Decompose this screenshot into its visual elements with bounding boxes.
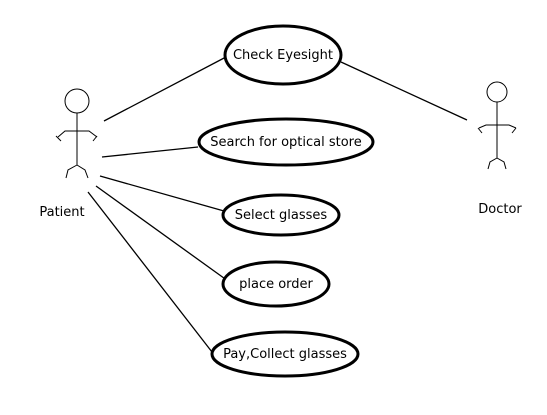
- actor-doctor: Doctor: [477, 81, 522, 217]
- use-case-pay-collect-glasses: Pay,Collect glasses: [210, 330, 360, 378]
- actor-label-doctor: Doctor: [478, 202, 522, 217]
- stick-figure-icon: [55, 88, 98, 179]
- association-patient-search-store: [101, 146, 199, 158]
- use-case-label: place order: [239, 277, 313, 292]
- actor-patient: Patient: [39, 88, 98, 220]
- use-case-label: Select glasses: [235, 208, 328, 223]
- use-case-search-optical-store: Search for optical store: [197, 117, 375, 167]
- use-case-label: Check Eyesight: [233, 48, 333, 63]
- association-patient-select-glasses: [99, 175, 225, 212]
- association-patient-pay-collect: [87, 191, 213, 353]
- use-case-check-eyesight: Check Eyesight: [223, 24, 343, 86]
- association-lines: [87, 56, 468, 353]
- association-patient-place-order: [95, 185, 229, 282]
- association-doctor-check-eyesight: [340, 61, 468, 121]
- use-case-place-order: place order: [221, 260, 331, 308]
- use-case-label: Search for optical store: [210, 135, 361, 150]
- use-case-label: Pay,Collect glasses: [223, 347, 347, 362]
- actor-label-patient: Patient: [39, 205, 84, 220]
- association-patient-check-eyesight: [103, 56, 227, 122]
- stick-figure-icon: [477, 81, 517, 170]
- use-case-select-glasses: Select glasses: [221, 193, 341, 237]
